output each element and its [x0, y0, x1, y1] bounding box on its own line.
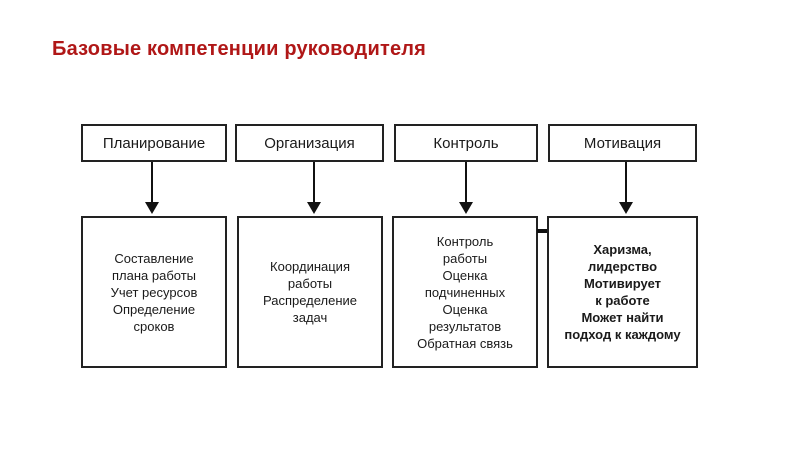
- slide-title: Базовые компетенции руководителя: [52, 38, 427, 60]
- box-connector: [537, 229, 547, 233]
- box-line: лидерство: [587, 259, 658, 274]
- box-organization: Координация работы Распределение задач: [237, 216, 383, 368]
- box-line: Может найти: [581, 310, 664, 325]
- box-line: плана работы: [111, 267, 197, 283]
- box-line: Учет ресурсов: [110, 284, 198, 300]
- box-line: Оценка: [442, 267, 488, 283]
- box-line: работы: [442, 250, 488, 266]
- heading-motivation: Мотивация: [548, 124, 697, 162]
- arrow-control: [459, 162, 473, 214]
- box-line: Харизма,: [593, 242, 652, 257]
- box-line: Координация: [270, 259, 350, 274]
- box-line: подчиненных: [424, 284, 506, 300]
- box-motivation: Харизма, лидерство Мотивирует к работе М…: [547, 216, 698, 368]
- box-line: результатов: [428, 318, 502, 334]
- box-line: Контроль: [436, 233, 494, 249]
- box-control: Контроль работы Оценка подчиненных Оценк…: [392, 216, 538, 368]
- box-line: сроков: [133, 318, 175, 334]
- box-line: Оценка: [442, 301, 488, 317]
- box-line: подход к каждому: [564, 327, 681, 342]
- box-line: к работе: [595, 293, 650, 308]
- arrow-organization: [307, 162, 321, 214]
- box-line: Распределение: [262, 293, 358, 308]
- heading-planning: Планирование: [81, 124, 227, 162]
- heading-control: Контроль: [394, 124, 538, 162]
- box-line: задач: [292, 310, 328, 325]
- arrow-motivation: [619, 162, 633, 214]
- arrow-planning: [145, 162, 159, 214]
- box-line: Мотивирует: [583, 276, 662, 291]
- box-line: Определение: [112, 301, 196, 317]
- heading-organization: Организация: [235, 124, 384, 162]
- box-line: Обратная связь: [417, 335, 513, 351]
- box-planning: Составление плана работы Учет ресурсов О…: [81, 216, 227, 368]
- box-line: Составление: [114, 250, 194, 266]
- box-line: работы: [287, 276, 333, 291]
